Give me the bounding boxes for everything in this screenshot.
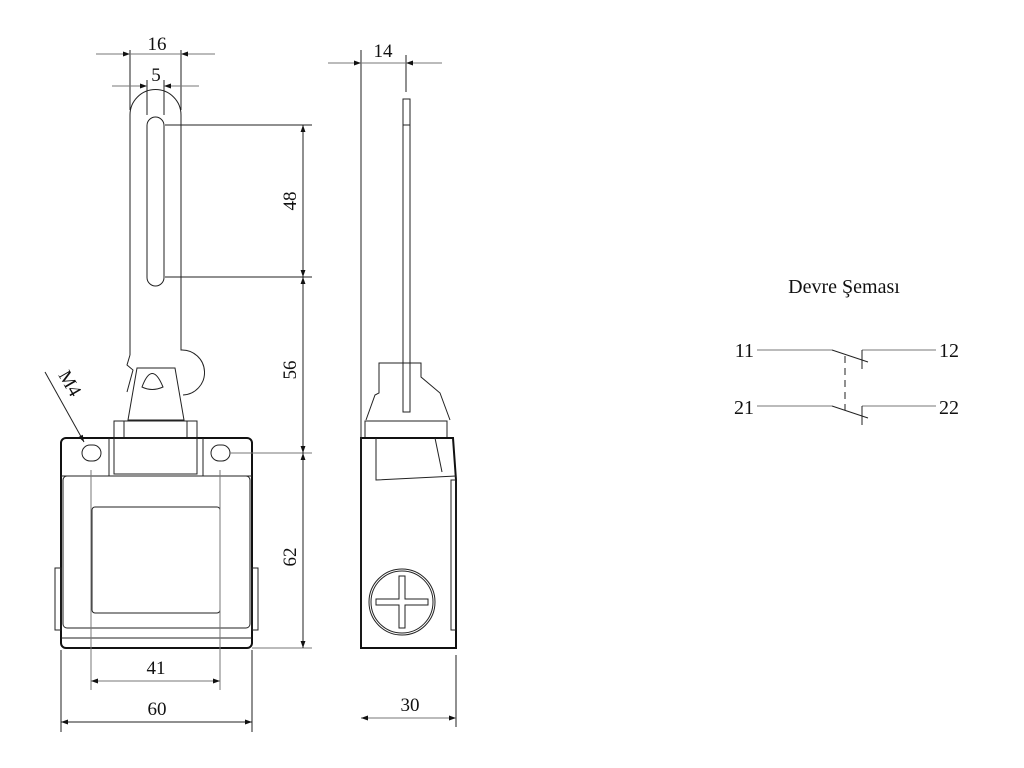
side-view: 14 30: [328, 41, 457, 727]
dim-lever-width: 16: [148, 34, 167, 55]
collar: [113, 420, 198, 439]
terminal-22: 22: [939, 397, 959, 419]
dim-body-depth: 30: [401, 695, 420, 716]
dim-lever-offset: 14: [374, 41, 394, 62]
dim-lever-to-body: 56: [280, 361, 301, 380]
dim-body-height: 62: [280, 548, 301, 567]
dim-hole-spacing: 41: [147, 658, 166, 679]
actuator-head: [127, 367, 185, 421]
side-lever: [402, 98, 411, 413]
dim-body-width: 60: [148, 699, 167, 720]
mounting-hole-right: [210, 444, 231, 462]
side-actuator-head: [365, 362, 451, 421]
terminal-21: 21: [734, 397, 754, 419]
terminal-11: 11: [735, 340, 754, 362]
front-view: 16 5 48 56 62 41 60 M4: [44, 34, 312, 732]
circuit-title: Devre Şeması: [788, 276, 900, 298]
body: [60, 437, 253, 649]
lever-slot: [146, 116, 165, 287]
dim-slot-length: 48: [280, 192, 301, 211]
lever: [129, 89, 205, 396]
front-cover: [62, 475, 251, 629]
side-collar: [364, 420, 448, 439]
window: [91, 506, 221, 614]
terminal-12: 12: [939, 340, 959, 362]
dim-slot-width: 5: [151, 65, 161, 86]
cable-gland: [368, 568, 436, 636]
circuit-diagram: Devre Şeması 11 12 21 22: [734, 276, 959, 425]
mounting-hole-left: [81, 444, 102, 462]
